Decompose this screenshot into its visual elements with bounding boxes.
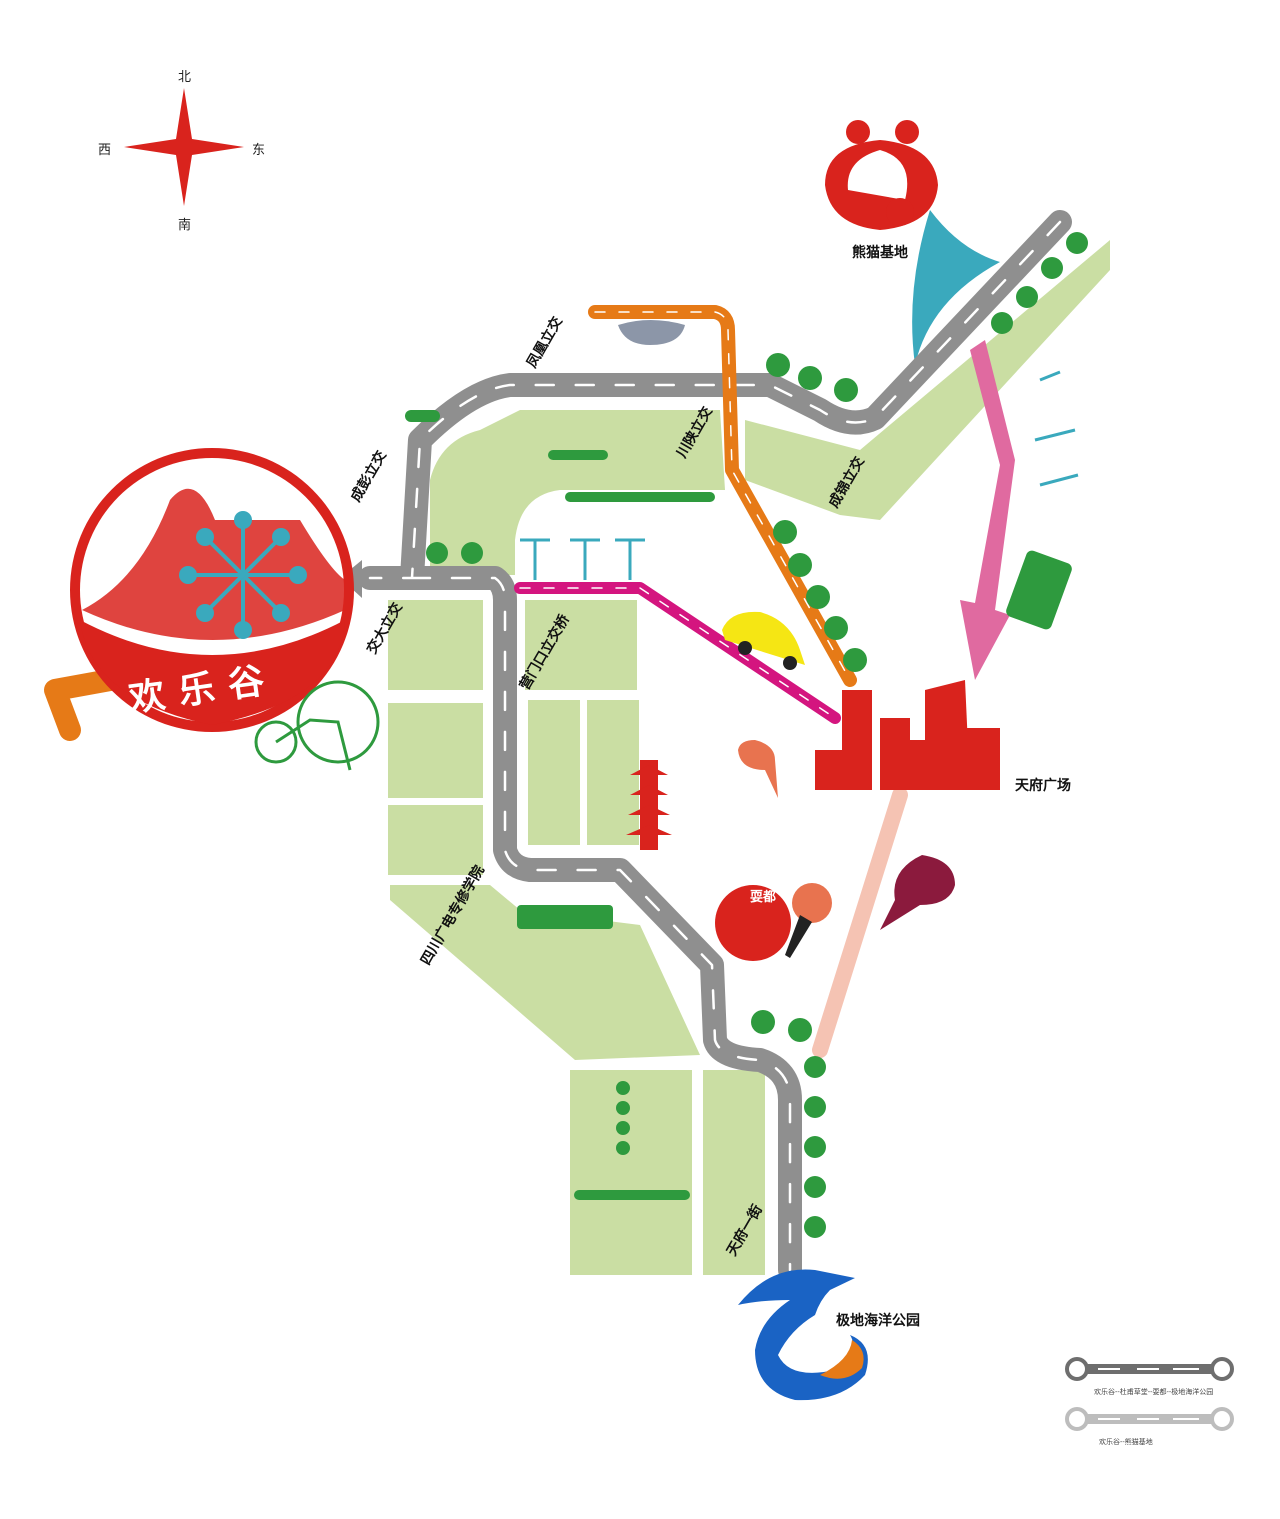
car-icon	[618, 320, 805, 670]
polar-ocean-park-label[interactable]: 极地海洋公园	[836, 1313, 920, 1329]
green-areas	[388, 240, 1110, 1275]
walking-path-panda	[912, 210, 1000, 365]
legend-label-route-1: 欢乐谷--杜甫草堂--耍都--极地海洋公园	[1094, 1388, 1214, 1396]
tianfu-square-buildings	[815, 680, 1000, 790]
dolphin-logo	[738, 1269, 868, 1401]
pagoda-icon	[626, 760, 672, 850]
shuadu-icon	[715, 740, 955, 961]
tram-icon	[517, 550, 1072, 929]
legend	[1065, 1357, 1234, 1431]
tianfu-square-label[interactable]: 天府广场	[1015, 778, 1071, 794]
bicycle-icon	[254, 680, 380, 771]
compass-west: 西	[98, 143, 112, 158]
compass-east: 东	[252, 143, 266, 158]
route-arrow	[960, 340, 1015, 680]
tree-icons	[405, 232, 1088, 1238]
street-lamp-icons	[520, 370, 1079, 580]
happy-valley-logo	[70, 448, 354, 732]
panda-base-label[interactable]: 熊猫基地	[852, 245, 908, 261]
compass-south: 南	[178, 218, 192, 233]
main-road	[44, 210, 1072, 1282]
shuadu-label[interactable]: 耍都	[750, 890, 777, 905]
legend-label-route-2: 欢乐谷--熊猫基地	[1099, 1438, 1153, 1446]
compass-north: 北	[178, 70, 192, 85]
panda-logo	[825, 120, 938, 230]
compass-rose	[124, 88, 244, 206]
